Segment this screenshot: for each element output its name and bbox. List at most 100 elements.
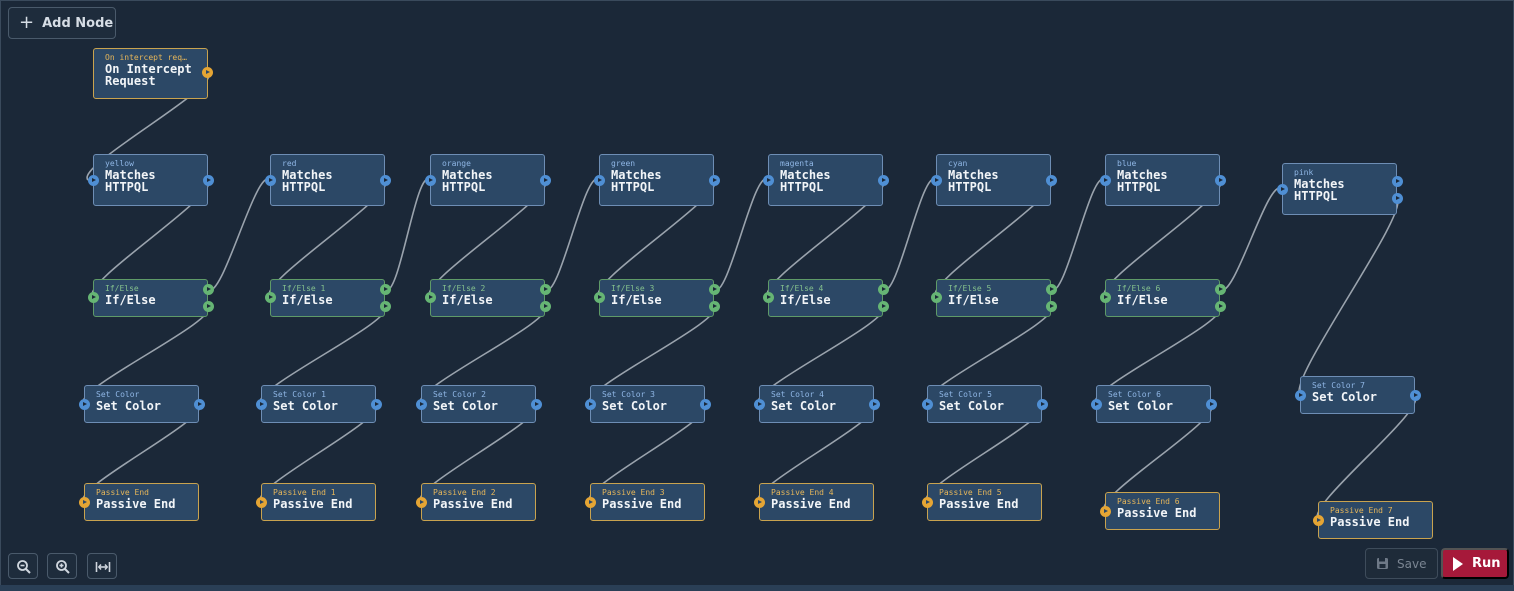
output-port[interactable] — [1409, 389, 1421, 401]
input-port[interactable] — [1276, 183, 1288, 195]
input-port[interactable] — [415, 398, 427, 410]
input-port[interactable] — [584, 398, 596, 410]
zoom-out-button[interactable] — [8, 553, 38, 579]
input-port[interactable] — [78, 398, 90, 410]
zoom-in-button[interactable] — [47, 553, 77, 579]
true-output-port[interactable] — [708, 283, 720, 295]
input-port[interactable] — [78, 496, 90, 508]
output-port[interactable] — [193, 398, 205, 410]
input-port[interactable] — [930, 291, 942, 303]
output-port[interactable] — [1391, 192, 1403, 204]
output-port[interactable] — [1036, 398, 1048, 410]
input-port[interactable] — [1099, 291, 1111, 303]
input-port[interactable] — [593, 174, 605, 186]
input-port[interactable] — [762, 174, 774, 186]
output-port[interactable] — [868, 398, 880, 410]
input-port[interactable] — [593, 291, 605, 303]
input-port[interactable] — [264, 174, 276, 186]
input-port[interactable] — [762, 291, 774, 303]
input-port[interactable] — [921, 496, 933, 508]
output-port[interactable] — [202, 174, 214, 186]
input-port[interactable] — [1294, 389, 1306, 401]
false-output-port[interactable] — [708, 300, 720, 312]
input-port[interactable] — [87, 291, 99, 303]
output-port[interactable] — [708, 174, 720, 186]
input-port[interactable] — [87, 174, 99, 186]
true-output-port[interactable] — [1045, 283, 1057, 295]
add-node-button[interactable]: + Add Node — [8, 7, 116, 39]
input-port[interactable] — [255, 398, 267, 410]
false-output-port[interactable] — [1045, 300, 1057, 312]
output-port[interactable] — [379, 174, 391, 186]
input-port[interactable] — [255, 496, 267, 508]
false-output-port[interactable] — [379, 300, 391, 312]
true-output-port[interactable] — [877, 283, 889, 295]
input-port[interactable] — [753, 398, 765, 410]
save-button[interactable]: Save — [1365, 548, 1438, 579]
run-button[interactable]: Run — [1441, 548, 1509, 579]
input-port[interactable] — [1099, 505, 1111, 517]
input-port[interactable] — [1099, 174, 1111, 186]
input-port[interactable] — [415, 496, 427, 508]
trigger-output-port[interactable] — [202, 67, 213, 78]
input-port[interactable] — [930, 174, 942, 186]
trigger-node[interactable]: On intercept req… On Intercept Request — [93, 48, 208, 99]
input-port[interactable] — [584, 496, 596, 508]
output-port[interactable] — [1045, 174, 1057, 186]
input-port[interactable] — [753, 496, 765, 508]
false-output-port[interactable] — [1214, 300, 1226, 312]
input-port[interactable] — [1090, 398, 1102, 410]
false-output-port[interactable] — [877, 300, 889, 312]
false-output-port[interactable] — [539, 300, 551, 312]
input-port[interactable] — [424, 174, 436, 186]
output-port[interactable] — [370, 398, 382, 410]
output-port[interactable] — [1214, 174, 1226, 186]
true-output-port[interactable] — [202, 283, 214, 295]
input-port[interactable] — [424, 291, 436, 303]
input-port[interactable] — [921, 398, 933, 410]
input-port[interactable] — [1312, 514, 1324, 526]
true-output-port[interactable] — [539, 283, 551, 295]
output-port[interactable] — [1205, 398, 1217, 410]
true-output-port[interactable] — [1214, 283, 1226, 295]
true-output-port[interactable] — [379, 283, 391, 295]
false-output-port[interactable] — [202, 300, 214, 312]
input-port[interactable] — [264, 291, 276, 303]
output-port[interactable] — [1391, 175, 1403, 187]
output-port[interactable] — [539, 174, 551, 186]
output-port[interactable] — [530, 398, 542, 410]
fit-view-button[interactable] — [87, 553, 117, 579]
